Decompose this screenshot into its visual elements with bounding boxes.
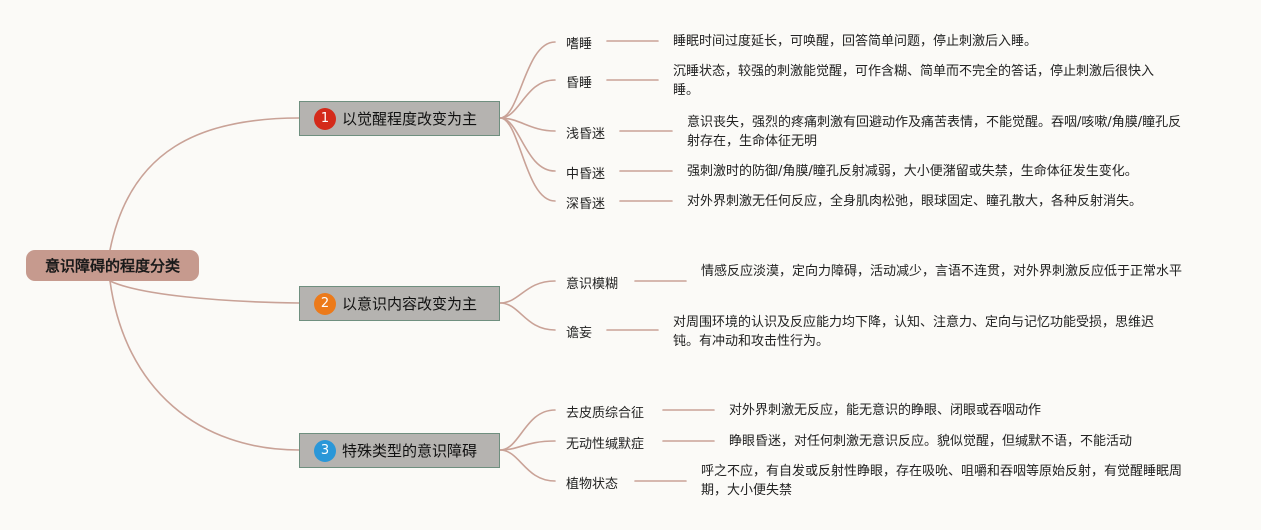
term-node[interactable]: 浅昏迷 (566, 127, 606, 142)
description-text: 情感反应淡漠，定向力障碍，活动减少，言语不连贯，对外界刺激反应低于正常水平 (701, 264, 1183, 279)
term-node[interactable]: 植物状态 (566, 477, 619, 492)
term-node[interactable]: 昏睡 (566, 76, 593, 91)
term-node[interactable]: 去皮质综合征 (566, 406, 645, 421)
number-badge-3: 3 (314, 439, 336, 462)
root-node[interactable]: 意识障碍的程度分类 (26, 250, 199, 281)
description-text: 呼之不应，有自发或反射性睁眼，存在吸吮、咀嚼和吞咽等原始反射，有觉醒睡眠周期，大… (701, 464, 1183, 498)
term-node[interactable]: 中昏迷 (566, 167, 606, 182)
category-node-3[interactable]: 3 特殊类型的意识障碍 (299, 433, 500, 468)
term-node[interactable]: 无动性缄默症 (566, 437, 645, 452)
description-text: 意识丧失，强烈的疼痛刺激有回避动作及痛苦表情，不能觉醒。吞咽/咳嗽/角膜/瞳孔反… (687, 115, 1182, 149)
root-label: 意识障碍的程度分类 (44, 257, 180, 275)
description-text: 对周围环境的认识及反应能力均下降，认知、注意力、定向与记忆功能受损，思维迟钝。有… (673, 315, 1155, 349)
category-node-2[interactable]: 2 以意识内容改变为主 (299, 286, 500, 321)
category-node-1[interactable]: 1 以觉醒程度改变为主 (299, 101, 500, 136)
description-text: 强刺激时的防御/角膜/瞳孔反射减弱，大小便潴留或失禁，生命体征发生变化。 (687, 164, 1138, 179)
description-text: 沉睡状态，较强的刺激能觉醒，可作含糊、简单而不完全的答话，停止刺激后很快入睡。 (673, 64, 1155, 98)
term-node[interactable]: 嗜睡 (566, 37, 593, 52)
term-node[interactable]: 深昏迷 (566, 197, 606, 212)
category-label: 以觉醒程度改变为主 (342, 110, 478, 128)
term-node[interactable]: 谵妄 (566, 326, 593, 341)
number-badge-1: 1 (314, 107, 336, 130)
description-text: 睡眠时间过度延长，可唤醒，回答简单问题，停止刺激后入睡。 (673, 34, 1038, 49)
category-label: 以意识内容改变为主 (342, 295, 478, 313)
description-text: 睁眼昏迷，对任何刺激无意识反应。貌似觉醒，但缄默不语，不能活动 (729, 434, 1133, 449)
term-node[interactable]: 意识模糊 (566, 277, 619, 292)
description-text: 对外界刺激无任何反应，全身肌肉松弛，眼球固定、瞳孔散大，各种反射消失。 (687, 194, 1143, 209)
category-label: 特殊类型的意识障碍 (342, 442, 478, 460)
description-text: 对外界刺激无反应，能无意识的睁眼、闭眼或吞咽动作 (729, 403, 1042, 418)
number-badge-2: 2 (314, 292, 336, 315)
